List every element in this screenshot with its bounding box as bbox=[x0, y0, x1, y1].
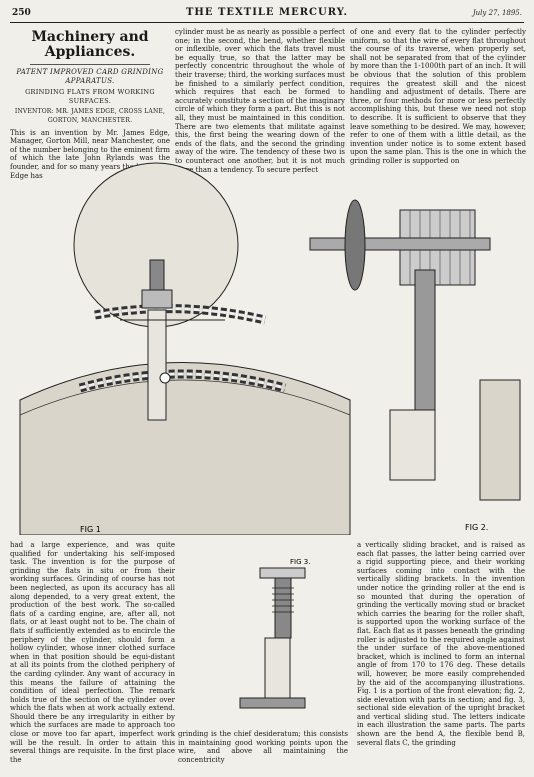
bottom-column-3-text: a vertically sliding bracket, and is rai… bbox=[357, 541, 525, 747]
fig2-pulley bbox=[344, 199, 366, 291]
fig3-caption: FIG 3. bbox=[290, 558, 310, 566]
fig2-caption: FIG 2. bbox=[465, 523, 488, 532]
fig3-bracket bbox=[264, 637, 291, 699]
bottom-column-3: a vertically sliding bracket, and is rai… bbox=[357, 541, 525, 773]
column-3: of one and every flat to the cylinder pe… bbox=[350, 28, 526, 260]
inventor-line: INVENTOR: MR. JAMES EDGE, CROSS LANE, GO… bbox=[14, 108, 166, 124]
fig3-flat bbox=[239, 697, 306, 709]
fig3-stud bbox=[274, 577, 292, 639]
fig3-top-plate bbox=[259, 567, 306, 579]
fig2-upright bbox=[414, 269, 436, 411]
divider bbox=[30, 64, 150, 65]
fig3-illustration: FIG 3. bbox=[239, 558, 310, 709]
fig1-flats-upper bbox=[94, 304, 267, 325]
page-header: 250 THE TEXTILE MERCURY. July 27, 1895. bbox=[10, 6, 524, 23]
fig1-upright-bracket bbox=[147, 309, 167, 421]
bottom-column-2: grinding is the chief desideratum; this … bbox=[178, 730, 348, 772]
column-1-text: This is an invention by Mr. James Edge, … bbox=[10, 128, 170, 180]
article-subheading: GRINDING FLATS FROM WORKING SURFACES. bbox=[25, 88, 155, 105]
bottom-column-2-text: grinding is the chief desideratum; this … bbox=[178, 730, 348, 764]
fig1-caption: FIG 1 bbox=[80, 525, 101, 534]
journal-title: THE TEXTILE MERCURY. bbox=[185, 7, 349, 18]
section-title-line-1: Machinery and bbox=[31, 29, 149, 45]
section-title-line-2: Appliances. bbox=[44, 44, 136, 60]
column-1: Machinery and Appliances. PATENT IMPROVE… bbox=[10, 28, 170, 252]
fig1-bracket-head bbox=[141, 289, 173, 309]
fig1-bend bbox=[19, 362, 351, 535]
column-2: cylinder must be as nearly as possible a… bbox=[175, 28, 345, 258]
bottom-column-1-text: had a large experience, and was quite qu… bbox=[10, 541, 175, 764]
fig2-side-frame bbox=[479, 379, 521, 501]
bottom-column-1: had a large experience, and was quite qu… bbox=[10, 541, 175, 771]
fig3-thread bbox=[272, 587, 294, 613]
issue-date: July 27, 1895. bbox=[472, 9, 522, 17]
fig2-base bbox=[389, 409, 436, 481]
article-heading: PATENT IMPROVED CARD GRINDING APPARATUS. bbox=[16, 68, 164, 85]
fig1-bend-inner bbox=[19, 379, 351, 416]
column-2-text: cylinder must be as nearly as possible a… bbox=[175, 28, 345, 174]
page-number: 250 bbox=[12, 8, 31, 18]
column-3-text: of one and every flat to the cylinder pe… bbox=[350, 28, 526, 165]
technical-illustration: FIG 1 FIG 2. bbox=[19, 162, 521, 535]
fig1-flats-lower bbox=[78, 369, 287, 393]
fig1-bolt bbox=[159, 372, 171, 384]
section-title: Machinery and Appliances. bbox=[10, 30, 170, 60]
fig2-shaft bbox=[309, 237, 491, 251]
